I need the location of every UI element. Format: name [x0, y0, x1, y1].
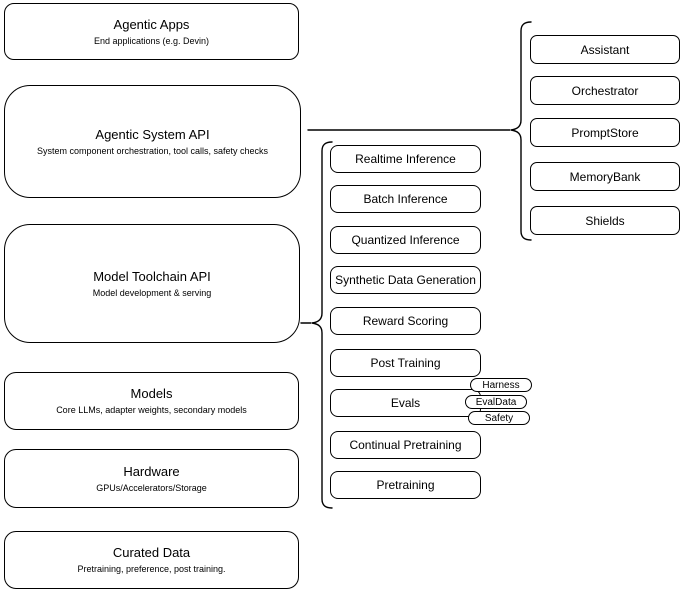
box-title: Models	[130, 386, 173, 401]
box-reward-scoring: Reward Scoring	[330, 307, 481, 335]
box-shields: Shields	[530, 206, 680, 235]
box-subtitle: GPUs/Accelerators/Storage	[96, 482, 207, 493]
box-label: PromptStore	[571, 125, 639, 140]
box-orchestrator: Orchestrator	[530, 76, 680, 105]
box-label: Shields	[585, 213, 625, 228]
right-brace	[510, 21, 532, 241]
box-quantized-inference: Quantized Inference	[330, 226, 481, 254]
box-assistant: Assistant	[530, 35, 680, 64]
box-subtitle: Core LLMs, adapter weights, secondary mo…	[56, 405, 247, 415]
box-memorybank: MemoryBank	[530, 162, 680, 191]
box-model-toolchain-api: Model Toolchain API Model development & …	[4, 224, 300, 343]
box-subtitle: Model development & serving	[92, 287, 212, 298]
box-label: Post Training	[370, 356, 441, 370]
box-evals: Evals	[330, 389, 481, 417]
pill-harness: Harness	[470, 378, 532, 392]
box-label: Synthetic Data Generation	[335, 273, 476, 287]
box-title: Agentic Apps	[113, 16, 190, 32]
box-label: Reward Scoring	[362, 314, 449, 328]
pill-safety: Safety	[468, 411, 530, 425]
box-post-training: Post Training	[330, 349, 481, 377]
box-label: Continual Pretraining	[349, 438, 462, 452]
box-models: Models Core LLMs, adapter weights, secon…	[4, 372, 299, 430]
box-subtitle: Pretraining, preference, post training.	[77, 564, 226, 574]
box-curated-data: Curated Data Pretraining, preference, po…	[4, 531, 299, 589]
box-label: Quantized Inference	[351, 233, 460, 247]
box-realtime-inference: Realtime Inference	[330, 145, 481, 173]
box-subtitle: System component orchestration, tool cal…	[36, 145, 269, 156]
box-agentic-apps: Agentic Apps End applications (e.g. Devi…	[4, 3, 299, 60]
pill-label: Harness	[482, 379, 520, 391]
box-hardware: Hardware GPUs/Accelerators/Storage	[4, 449, 299, 508]
pill-label: EvalData	[475, 396, 517, 408]
box-label: MemoryBank	[569, 169, 641, 184]
box-label: Pretraining	[376, 478, 435, 492]
pill-evaldata: EvalData	[465, 395, 527, 409]
box-promptstore: PromptStore	[530, 118, 680, 147]
box-continual-pretraining: Continual Pretraining	[330, 431, 481, 459]
box-title: Curated Data	[112, 545, 191, 560]
box-title: Model Toolchain API	[93, 268, 211, 284]
box-label: Batch Inference	[363, 192, 448, 206]
box-batch-inference: Batch Inference	[330, 185, 481, 213]
middle-brace	[311, 141, 333, 509]
box-title: Agentic System API	[95, 126, 210, 142]
box-label: Evals	[390, 396, 421, 410]
box-subtitle: End applications (e.g. Devin)	[93, 35, 210, 46]
box-title: Hardware	[123, 463, 180, 479]
box-synthetic-data-generation: Synthetic Data Generation	[330, 266, 481, 294]
box-agentic-system-api: Agentic System API System component orch…	[4, 85, 301, 198]
box-label: Orchestrator	[571, 83, 639, 98]
box-label: Realtime Inference	[355, 152, 456, 166]
pill-label: Safety	[484, 412, 514, 424]
box-label: Assistant	[580, 42, 630, 57]
box-pretraining: Pretraining	[330, 471, 481, 499]
